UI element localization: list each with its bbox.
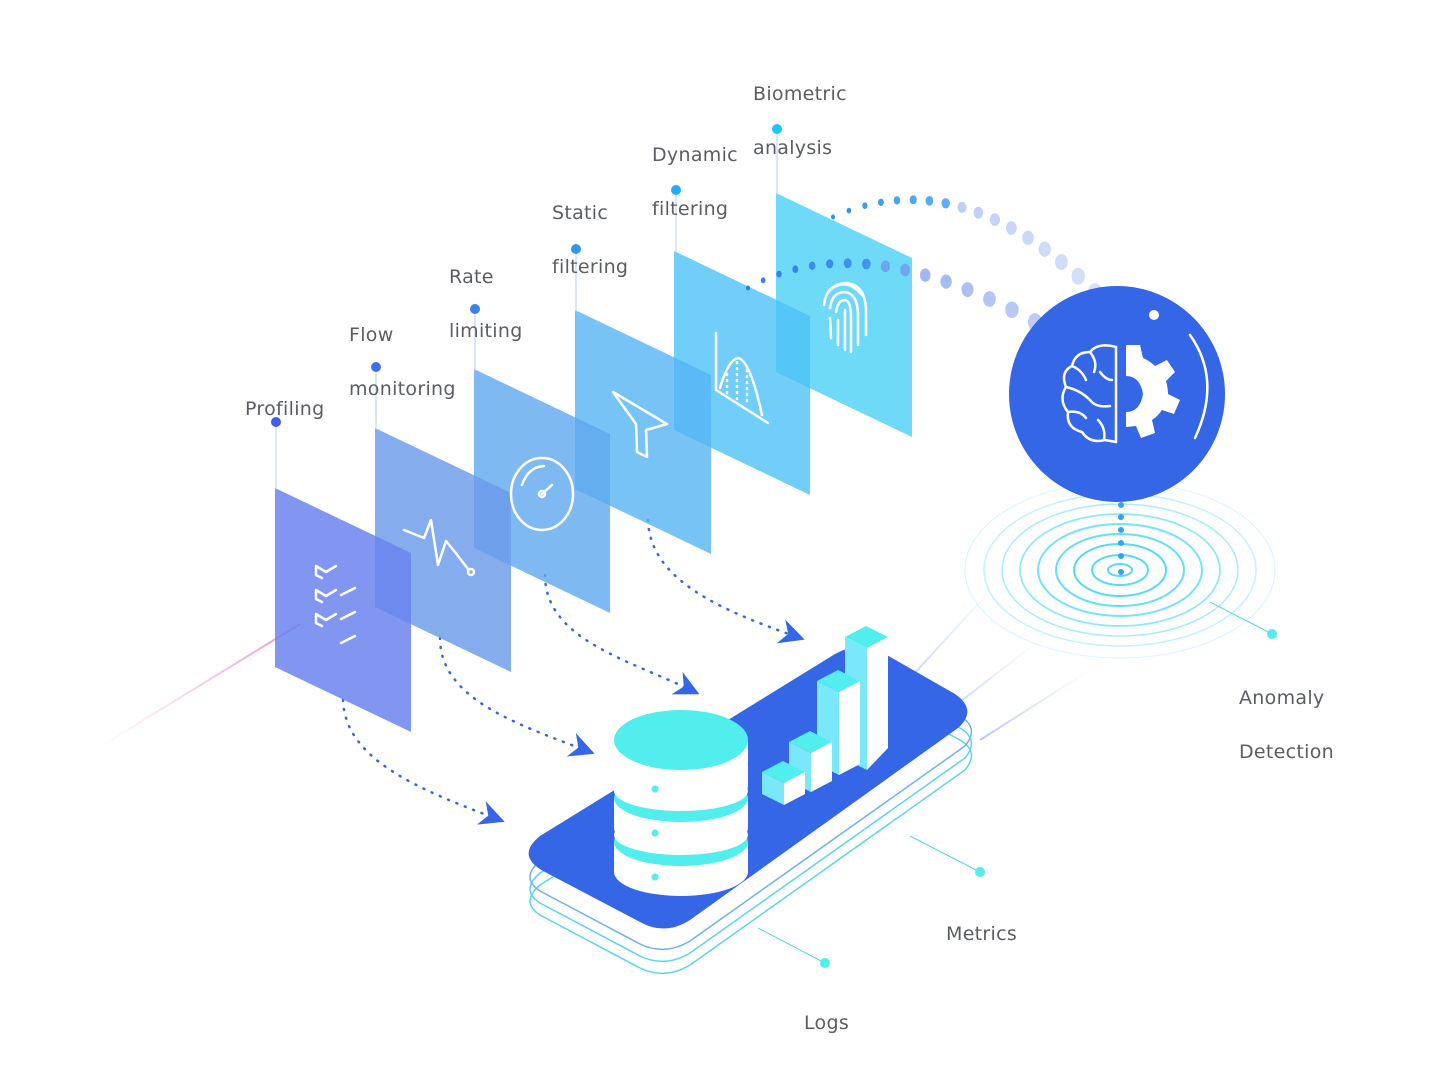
arc-dot <box>1005 301 1019 319</box>
label-anomaly-line2: Detection <box>1239 741 1335 763</box>
arc-dot <box>776 270 782 278</box>
label-biometric-analysis: Biometric analysis <box>753 54 847 189</box>
label-connectors <box>275 129 778 490</box>
arc-dot <box>961 282 974 298</box>
arc-dot <box>1022 230 1034 245</box>
label-logs: Logs <box>804 983 849 1037</box>
platform-base <box>528 647 973 974</box>
flow-monitoring-dot <box>371 362 381 372</box>
pink-light-trail <box>97 623 301 749</box>
bar-4 <box>845 626 888 770</box>
static-filtering-dot <box>571 244 581 254</box>
bell-curve-icon <box>714 331 770 425</box>
arc-dot <box>826 259 834 269</box>
label-static-filtering-line2: filtering <box>552 256 629 278</box>
profiling-dot <box>271 417 281 427</box>
arc-dot <box>843 258 852 269</box>
panel-profiling <box>275 488 411 732</box>
database-icon <box>614 710 748 896</box>
output-connectors <box>757 601 1273 964</box>
label-profiling-line1: Profiling <box>245 398 325 420</box>
logs-dot <box>820 958 830 968</box>
label-biometric-analysis-line1: Biometric <box>753 83 847 105</box>
arc-dot <box>1071 267 1085 285</box>
arc-dot <box>1006 221 1017 235</box>
checklist-icon <box>314 564 357 645</box>
label-flow-monitoring: Flow monitoring <box>349 295 456 430</box>
arc-dot <box>920 268 931 282</box>
label-dynamic-filtering-line2: filtering <box>652 198 729 220</box>
heartbeat-icon <box>402 518 476 577</box>
anomaly-detection-dot <box>1267 629 1277 639</box>
bar-1 <box>762 761 805 805</box>
arc-dot <box>1038 241 1051 257</box>
arc-dot <box>940 274 952 289</box>
label-biometric-analysis-line2: analysis <box>753 137 833 159</box>
label-logs-text: Logs <box>804 1012 850 1034</box>
arc-dot <box>1055 254 1068 270</box>
ripple-connector-dots <box>1118 502 1124 575</box>
metrics-dot <box>975 867 985 877</box>
arc-dot <box>983 291 996 307</box>
brain-gear-icon <box>1009 286 1225 502</box>
arc-dot <box>900 263 911 277</box>
label-metrics: Metrics <box>946 894 1017 948</box>
arc-dot <box>893 196 901 205</box>
arc-dot <box>880 260 891 273</box>
label-anomaly-detection: Anomaly Detection <box>1239 658 1334 793</box>
arc-dot <box>941 198 950 209</box>
arc-dot <box>792 265 799 274</box>
arc-dot <box>989 213 1001 227</box>
arc-dot <box>878 198 884 206</box>
arc-dot <box>846 207 852 214</box>
label-flow-monitoring-line2: monitoring <box>349 378 456 400</box>
label-static-filtering: Static filtering <box>552 173 628 308</box>
output-dots <box>820 629 1277 968</box>
label-profiling: Profiling <box>245 369 324 423</box>
arc-dot <box>862 258 871 270</box>
biometric-analysis-dot <box>772 124 782 134</box>
arc-dot <box>831 214 835 220</box>
arc-dot <box>862 202 868 209</box>
arc-dot <box>808 261 816 270</box>
bar-chart-icon <box>762 626 888 805</box>
label-anomaly-line1: Anomaly <box>1239 687 1325 709</box>
arc-dot <box>909 195 917 205</box>
arc-dot <box>973 206 984 219</box>
fingerprint-icon <box>822 281 868 354</box>
funnel-icon <box>611 390 669 459</box>
dynamic-filtering-dot <box>671 185 681 195</box>
label-flow-monitoring-line1: Flow <box>349 324 394 346</box>
arc-dot <box>925 196 934 206</box>
arc-dot <box>760 277 766 284</box>
label-rate-limiting-line2: limiting <box>449 320 523 342</box>
label-rate-limiting: Rate limiting <box>449 237 523 372</box>
flow-arrows <box>341 518 805 825</box>
label-metrics-text: Metrics <box>946 923 1018 945</box>
label-dynamic-filtering: Dynamic filtering <box>652 115 738 250</box>
gauge-icon <box>509 456 575 532</box>
rate-limiting-dot <box>470 304 480 314</box>
dotted-arcs <box>746 195 1102 331</box>
label-dots <box>271 124 782 427</box>
arc-dot <box>746 285 750 291</box>
label-rate-limiting-line1: Rate <box>449 266 494 288</box>
label-dynamic-filtering-line1: Dynamic <box>652 144 738 166</box>
arc-dot <box>957 201 967 213</box>
label-static-filtering-line1: Static <box>552 202 609 224</box>
platform-top <box>528 647 968 929</box>
